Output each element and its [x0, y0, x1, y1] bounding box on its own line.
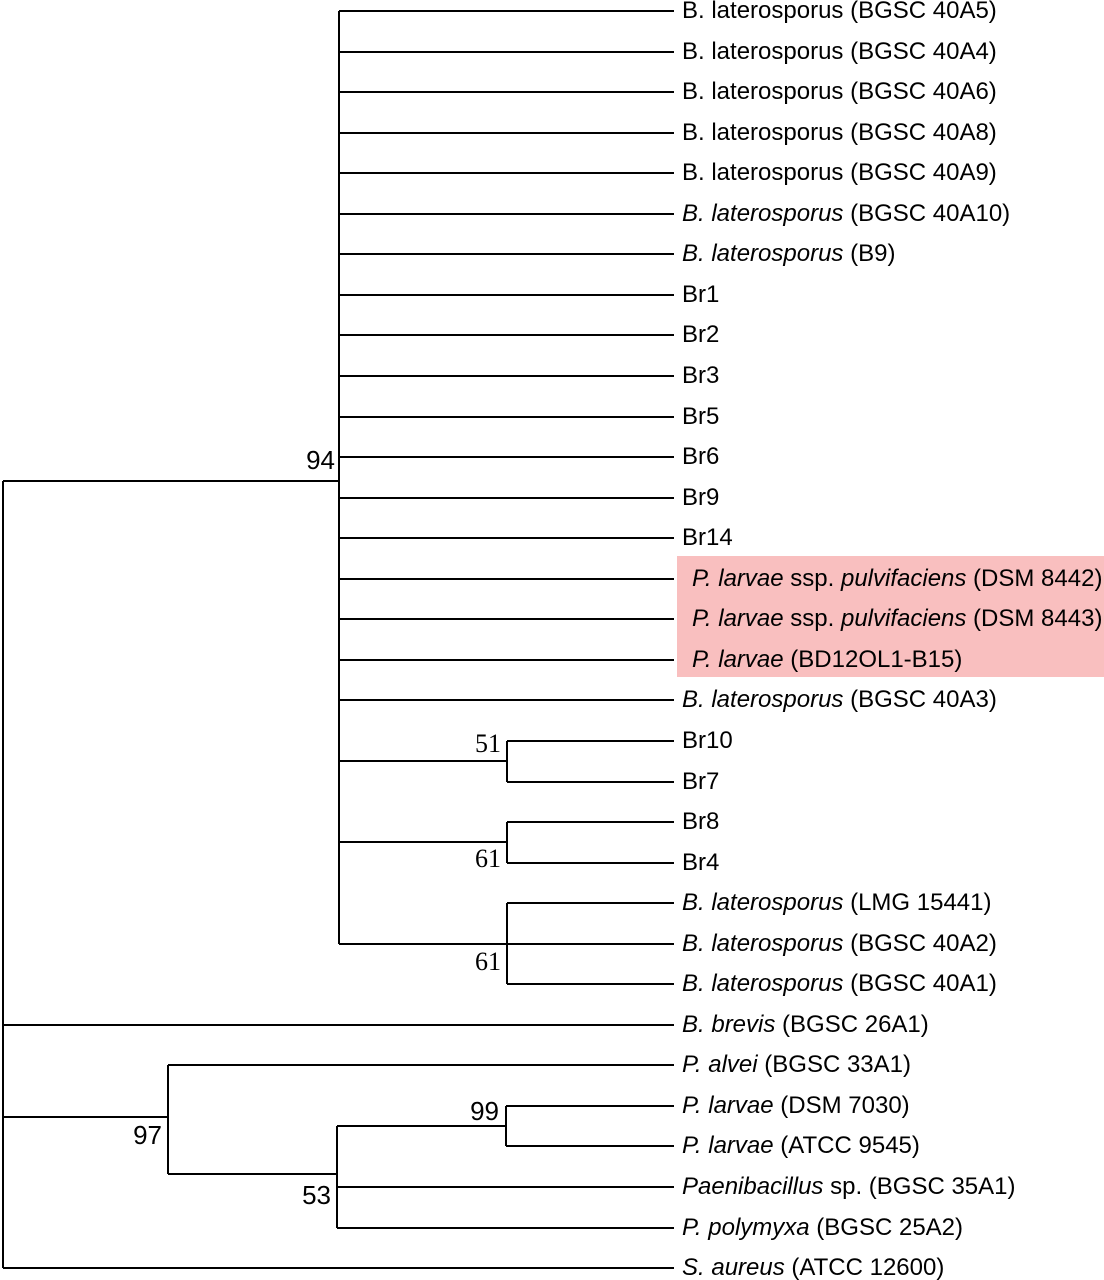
- taxon-label-part: B. laterosporus (BGSC 40A6): [682, 78, 997, 105]
- taxon-label-r12: Br9: [682, 483, 719, 513]
- taxon-label-part: P. larvae: [692, 565, 784, 592]
- taxon-label-part: (ATCC 12600): [784, 1254, 945, 1280]
- taxon-label-r29: Paenibacillus sp. (BGSC 35A1): [682, 1172, 1016, 1202]
- taxon-label-part: pulvifaciens: [840, 605, 967, 632]
- bootstrap-value-n94: 94: [306, 445, 335, 475]
- taxon-label-r1: B. laterosporus (BGSC 40A4): [682, 37, 997, 67]
- taxon-label-r7: Br1: [682, 280, 719, 310]
- taxon-label-r24: B. laterosporus (BGSC 40A1): [682, 969, 997, 999]
- taxon-label-r9: Br3: [682, 361, 719, 391]
- taxon-label-part: Br7: [682, 768, 720, 795]
- bootstrap-value-n61a: 61: [475, 844, 501, 873]
- taxon-label-r13: Br14: [682, 523, 733, 553]
- taxon-label-part: B. laterosporus: [682, 970, 844, 997]
- taxon-label-part: B. laterosporus: [682, 240, 844, 267]
- taxon-label-part: B. laterosporus (BGSC 40A8): [682, 119, 997, 146]
- taxon-label-r25: B. brevis (BGSC 26A1): [682, 1010, 929, 1040]
- taxon-label-part: Br4: [682, 849, 720, 876]
- taxon-label-part: (BGSC 40A10): [843, 200, 1011, 227]
- taxon-label-part: Br14: [682, 524, 733, 551]
- taxon-label-part: Br1: [682, 281, 720, 308]
- taxon-label-part: P. larvae: [682, 1092, 774, 1119]
- taxon-label-part: Br6: [682, 443, 720, 470]
- taxon-label-r21: Br4: [682, 848, 719, 878]
- taxon-label-r17: B. laterosporus (BGSC 40A3): [682, 685, 997, 715]
- taxon-label-r27: P. larvae (DSM 7030): [682, 1091, 910, 1121]
- taxon-label-part: (ATCC 9545): [773, 1132, 920, 1159]
- taxon-label-part: (BGSC 40A1): [843, 970, 997, 997]
- taxon-label-part: (LMG 15441): [843, 889, 992, 916]
- taxon-label-part: Br2: [682, 321, 720, 348]
- taxon-label-r14: P. larvae ssp. pulvifaciens (DSM 8442): [692, 564, 1102, 594]
- taxon-label-part: (BGSC 33A1): [757, 1051, 911, 1078]
- taxon-label-part: B. brevis: [682, 1011, 776, 1038]
- taxon-label-r18: Br10: [682, 726, 733, 756]
- taxon-label-part: (BGSC 40A3): [843, 686, 997, 713]
- taxon-label-part: B. laterosporus (BGSC 40A9): [682, 159, 997, 186]
- taxon-label-part: P. larvae: [682, 1132, 774, 1159]
- taxon-label-part: Br5: [682, 403, 720, 430]
- taxon-label-part: Paenibacillus: [682, 1173, 824, 1200]
- taxon-label-part: Br9: [682, 484, 720, 511]
- taxon-label-part: (BGSC 25A2): [809, 1214, 964, 1241]
- taxon-label-part: pulvifaciens: [840, 565, 967, 592]
- taxon-label-part: (DSM 8443): [966, 605, 1103, 632]
- taxon-label-r8: Br2: [682, 320, 719, 350]
- taxon-label-part: (B9): [843, 240, 896, 267]
- taxon-label-part: ssp.: [783, 565, 841, 592]
- taxon-label-part: Br8: [682, 808, 720, 835]
- taxon-label-r30: P. polymyxa (BGSC 25A2): [682, 1213, 963, 1243]
- taxon-label-r2: B. laterosporus (BGSC 40A6): [682, 77, 997, 107]
- taxon-label-r15: P. larvae ssp. pulvifaciens (DSM 8443): [692, 604, 1102, 634]
- taxon-label-part: sp. (BGSC 35A1): [823, 1173, 1016, 1200]
- taxon-label-part: (BD12OL1-B15): [783, 646, 963, 673]
- taxon-label-r6: B. laterosporus (B9): [682, 239, 895, 269]
- taxon-label-r22: B. laterosporus (LMG 15441): [682, 888, 992, 918]
- taxon-label-r0: B. laterosporus (BGSC 40A5): [682, 0, 997, 26]
- taxon-label-part: (DSM 8442): [966, 565, 1103, 592]
- bootstrap-value-n97: 97: [133, 1120, 162, 1150]
- taxon-label-part: B. laterosporus: [682, 889, 844, 916]
- taxon-label-r19: Br7: [682, 767, 719, 797]
- taxon-label-part: B. laterosporus: [682, 686, 844, 713]
- taxon-label-part: P. alvei: [682, 1051, 758, 1078]
- taxon-label-part: (DSM 7030): [773, 1092, 910, 1119]
- taxon-label-r16: P. larvae (BD12OL1-B15): [692, 645, 962, 675]
- highlight-box: [677, 556, 1104, 677]
- taxon-label-part: ssp.: [783, 605, 841, 632]
- taxon-label-r3: B. laterosporus (BGSC 40A8): [682, 118, 997, 148]
- bootstrap-value-n61b: 61: [475, 947, 501, 976]
- taxon-label-r11: Br6: [682, 442, 719, 472]
- taxon-label-r10: Br5: [682, 402, 719, 432]
- taxon-label-part: (BGSC 26A1): [775, 1011, 929, 1038]
- taxon-label-part: Br10: [682, 727, 733, 754]
- taxon-label-part: B. laterosporus: [682, 930, 844, 957]
- taxon-label-part: S. aureus: [682, 1254, 785, 1280]
- taxon-label-r28: P. larvae (ATCC 9545): [682, 1131, 920, 1161]
- taxon-label-part: Br3: [682, 362, 720, 389]
- taxon-label-part: P. larvae: [692, 646, 784, 673]
- taxon-label-part: P. larvae: [692, 605, 784, 632]
- taxon-label-r23: B. laterosporus (BGSC 40A2): [682, 929, 997, 959]
- bootstrap-value-n51: 51: [475, 729, 501, 758]
- taxon-label-r26: P. alvei (BGSC 33A1): [682, 1050, 911, 1080]
- taxon-label-r4: B. laterosporus (BGSC 40A9): [682, 158, 997, 188]
- bootstrap-value-n53: 53: [302, 1180, 331, 1210]
- bootstrap-value-n99: 99: [470, 1096, 499, 1126]
- taxon-label-part: (BGSC 40A2): [843, 930, 997, 957]
- taxon-label-r31: S. aureus (ATCC 12600): [682, 1253, 944, 1280]
- taxon-label-r5: B. laterosporus (BGSC 40A10): [682, 199, 1010, 229]
- taxon-label-part: B. laterosporus (BGSC 40A5): [682, 0, 997, 24]
- taxon-label-part: P. polymyxa: [682, 1214, 810, 1241]
- taxon-label-r20: Br8: [682, 807, 719, 837]
- taxon-label-part: B. laterosporus (BGSC 40A4): [682, 38, 997, 65]
- taxon-label-part: B. laterosporus: [682, 200, 844, 227]
